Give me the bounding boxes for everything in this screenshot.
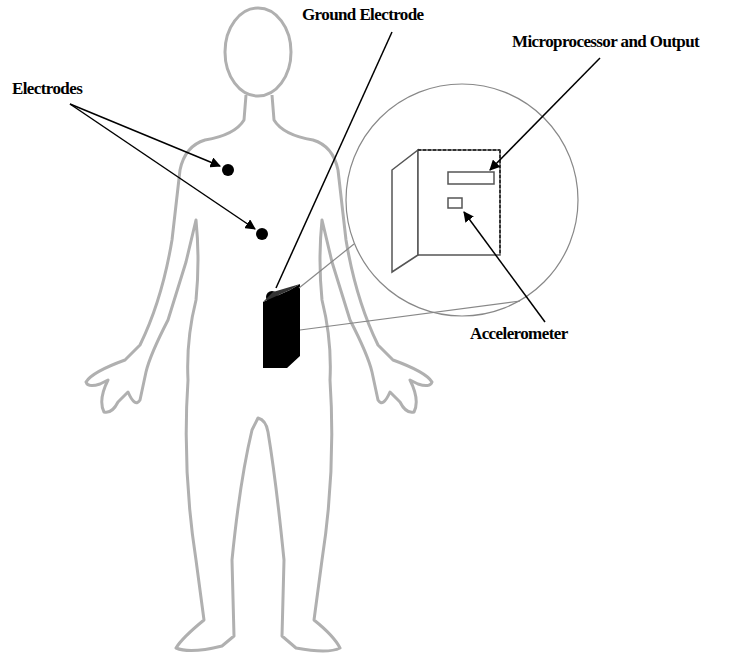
microprocessor-label: Microprocessor and Output bbox=[512, 33, 699, 52]
leader-lines bbox=[70, 32, 600, 322]
zoom-lines bbox=[299, 84, 578, 330]
device-box bbox=[263, 284, 300, 368]
accelerometer-label: Accelerometer bbox=[470, 325, 568, 344]
ground-electrode-label: Ground Electrode bbox=[302, 6, 424, 25]
human-outline bbox=[86, 8, 432, 651]
electrode-dots bbox=[222, 164, 278, 303]
device-detail bbox=[392, 150, 500, 272]
electrodes-label: Electrodes bbox=[12, 80, 82, 99]
